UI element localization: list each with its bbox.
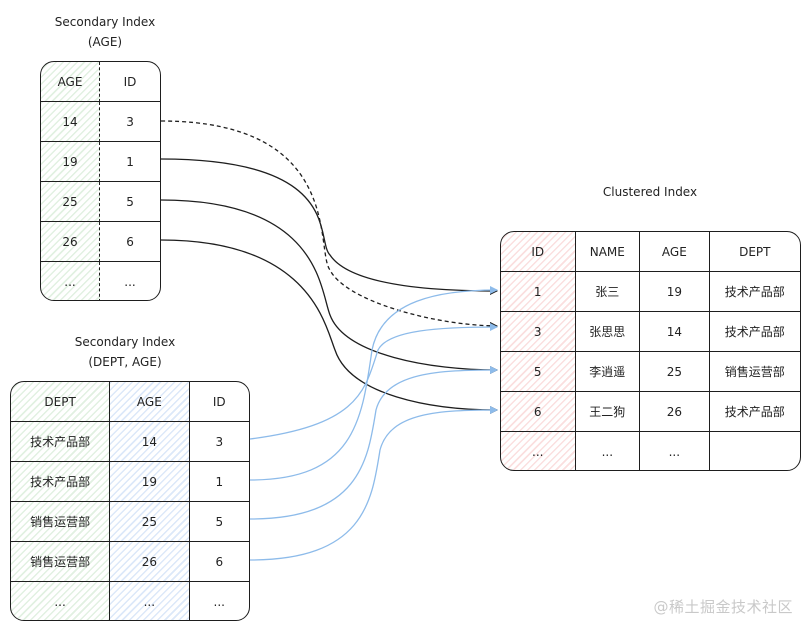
table-cell: ... xyxy=(576,432,641,470)
table-row: 6 王二狗 26 技术产品部 xyxy=(501,392,800,432)
table-row: 技术产品部 14 3 xyxy=(11,422,249,462)
clustered-index-title: Clustered Index xyxy=(570,182,730,202)
dept-row4-to-id-6-arrow xyxy=(249,406,498,561)
dept-age-index-title-line2: (DEPT, AGE) xyxy=(88,355,162,369)
table-cell: ... xyxy=(110,582,190,620)
table-cell: 3 xyxy=(501,312,576,352)
table-cell: ... xyxy=(213,595,225,609)
table-cell: 李逍遥 xyxy=(575,352,641,392)
table-cell: ... xyxy=(11,582,111,620)
table-cell: 销售运营部 xyxy=(709,352,800,392)
table-row: 1 张三 19 技术产品部 xyxy=(501,272,800,312)
dept-row2-to-id-1-arrow xyxy=(249,286,498,481)
header-cell: AGE xyxy=(110,382,190,422)
dept-row3-to-id-5-arrow xyxy=(249,366,498,520)
age-14-to-id-3-dashed-arrow xyxy=(160,120,498,330)
header-cell: NAME xyxy=(575,232,641,272)
clustered-index-table: ID NAME AGE DEPT 1 张三 19 技术产品部 3 张思思 14 … xyxy=(500,231,801,471)
table-cell: 25 xyxy=(640,352,710,392)
table-cell: 25 xyxy=(110,502,190,542)
header-cell: AGE xyxy=(41,62,101,102)
table-cell: 技术产品部 xyxy=(11,422,111,462)
age-index-title-line2: (AGE) xyxy=(87,35,123,49)
dept-row1-to-id-3-arrow xyxy=(249,323,498,440)
age-25-to-id-5-arrow xyxy=(160,199,498,374)
header-cell: ID xyxy=(501,232,576,272)
table-row: 26 6 xyxy=(41,222,160,262)
table-cell: 1 xyxy=(501,272,576,312)
table-cell: 5 xyxy=(501,352,576,392)
table-row: ... ... ... xyxy=(11,582,249,620)
table-cell: 19 xyxy=(640,272,710,312)
table-cell: 19 xyxy=(110,462,190,502)
table-cell: 26 xyxy=(110,542,190,582)
table-cell: 3 xyxy=(100,102,160,142)
table-row: ... ... xyxy=(41,262,160,300)
table-header-row: DEPT AGE ID xyxy=(11,382,249,422)
table-cell: 6 xyxy=(501,392,576,432)
age-index-title: Secondary Index (AGE) xyxy=(30,12,180,52)
table-header-row: AGE ID xyxy=(41,62,160,102)
table-cell: 张三 xyxy=(575,272,641,312)
table-cell: 1 xyxy=(100,142,160,182)
table-cell: 王二狗 xyxy=(575,392,641,432)
table-cell: 技术产品部 xyxy=(709,312,800,352)
table-cell: 6 xyxy=(189,542,249,582)
table-row: 5 李逍遥 25 销售运营部 xyxy=(501,352,800,392)
table-row: ... ... ... xyxy=(501,432,800,470)
table-cell: 销售运营部 xyxy=(11,542,111,582)
table-row: 19 1 xyxy=(41,142,160,182)
table-cell: 技术产品部 xyxy=(709,272,800,312)
table-row: 25 5 xyxy=(41,182,160,222)
dept-age-index-title-line1: Secondary Index xyxy=(74,335,176,349)
dept-age-index-title: Secondary Index (DEPT, AGE) xyxy=(40,332,210,372)
table-cell: 技术产品部 xyxy=(11,462,111,502)
table-row: 3 张思思 14 技术产品部 xyxy=(501,312,800,352)
table-cell: ... xyxy=(124,275,136,289)
table-cell: ... xyxy=(640,432,710,470)
header-cell: DEPT xyxy=(11,382,111,422)
table-cell: 14 xyxy=(110,422,190,462)
table-cell: 张思思 xyxy=(575,312,641,352)
table-cell: 6 xyxy=(100,222,160,262)
table-cell: 14 xyxy=(41,102,101,142)
header-cell: ID xyxy=(100,62,160,102)
watermark: @稀土掘金技术社区 xyxy=(653,598,793,616)
clustered-index-title-text: Clustered Index xyxy=(602,185,698,199)
header-cell: DEPT xyxy=(709,232,800,272)
table-cell: 5 xyxy=(189,502,249,542)
header-cell: ID xyxy=(189,382,249,422)
header-cell: AGE xyxy=(640,232,710,272)
age-19-to-id-1-arrow xyxy=(160,158,498,295)
age-index-table: AGE ID 14 3 19 1 25 5 26 6 ... ... xyxy=(40,61,161,301)
table-cell: 19 xyxy=(41,142,101,182)
table-cell: 14 xyxy=(640,312,710,352)
age-index-title-line1: Secondary Index xyxy=(54,15,156,29)
table-cell: 销售运营部 xyxy=(11,502,111,542)
table-cell: ... xyxy=(41,262,101,300)
age-26-to-id-6-arrow xyxy=(160,239,498,414)
dept-age-index-table: DEPT AGE ID 技术产品部 14 3 技术产品部 19 1 销售运营部 … xyxy=(10,381,250,621)
table-row: 销售运营部 26 6 xyxy=(11,542,249,582)
table-cell: 3 xyxy=(189,422,249,462)
table-cell: 26 xyxy=(640,392,710,432)
table-cell: 25 xyxy=(41,182,101,222)
table-cell: 1 xyxy=(189,462,249,502)
table-row: 销售运营部 25 5 xyxy=(11,502,249,542)
table-cell: 26 xyxy=(41,222,101,262)
table-cell: ... xyxy=(501,432,576,470)
table-cell: 5 xyxy=(100,182,160,222)
table-cell: 技术产品部 xyxy=(709,392,800,432)
table-header-row: ID NAME AGE DEPT xyxy=(501,232,800,272)
table-row: 14 3 xyxy=(41,102,160,142)
table-row: 技术产品部 19 1 xyxy=(11,462,249,502)
